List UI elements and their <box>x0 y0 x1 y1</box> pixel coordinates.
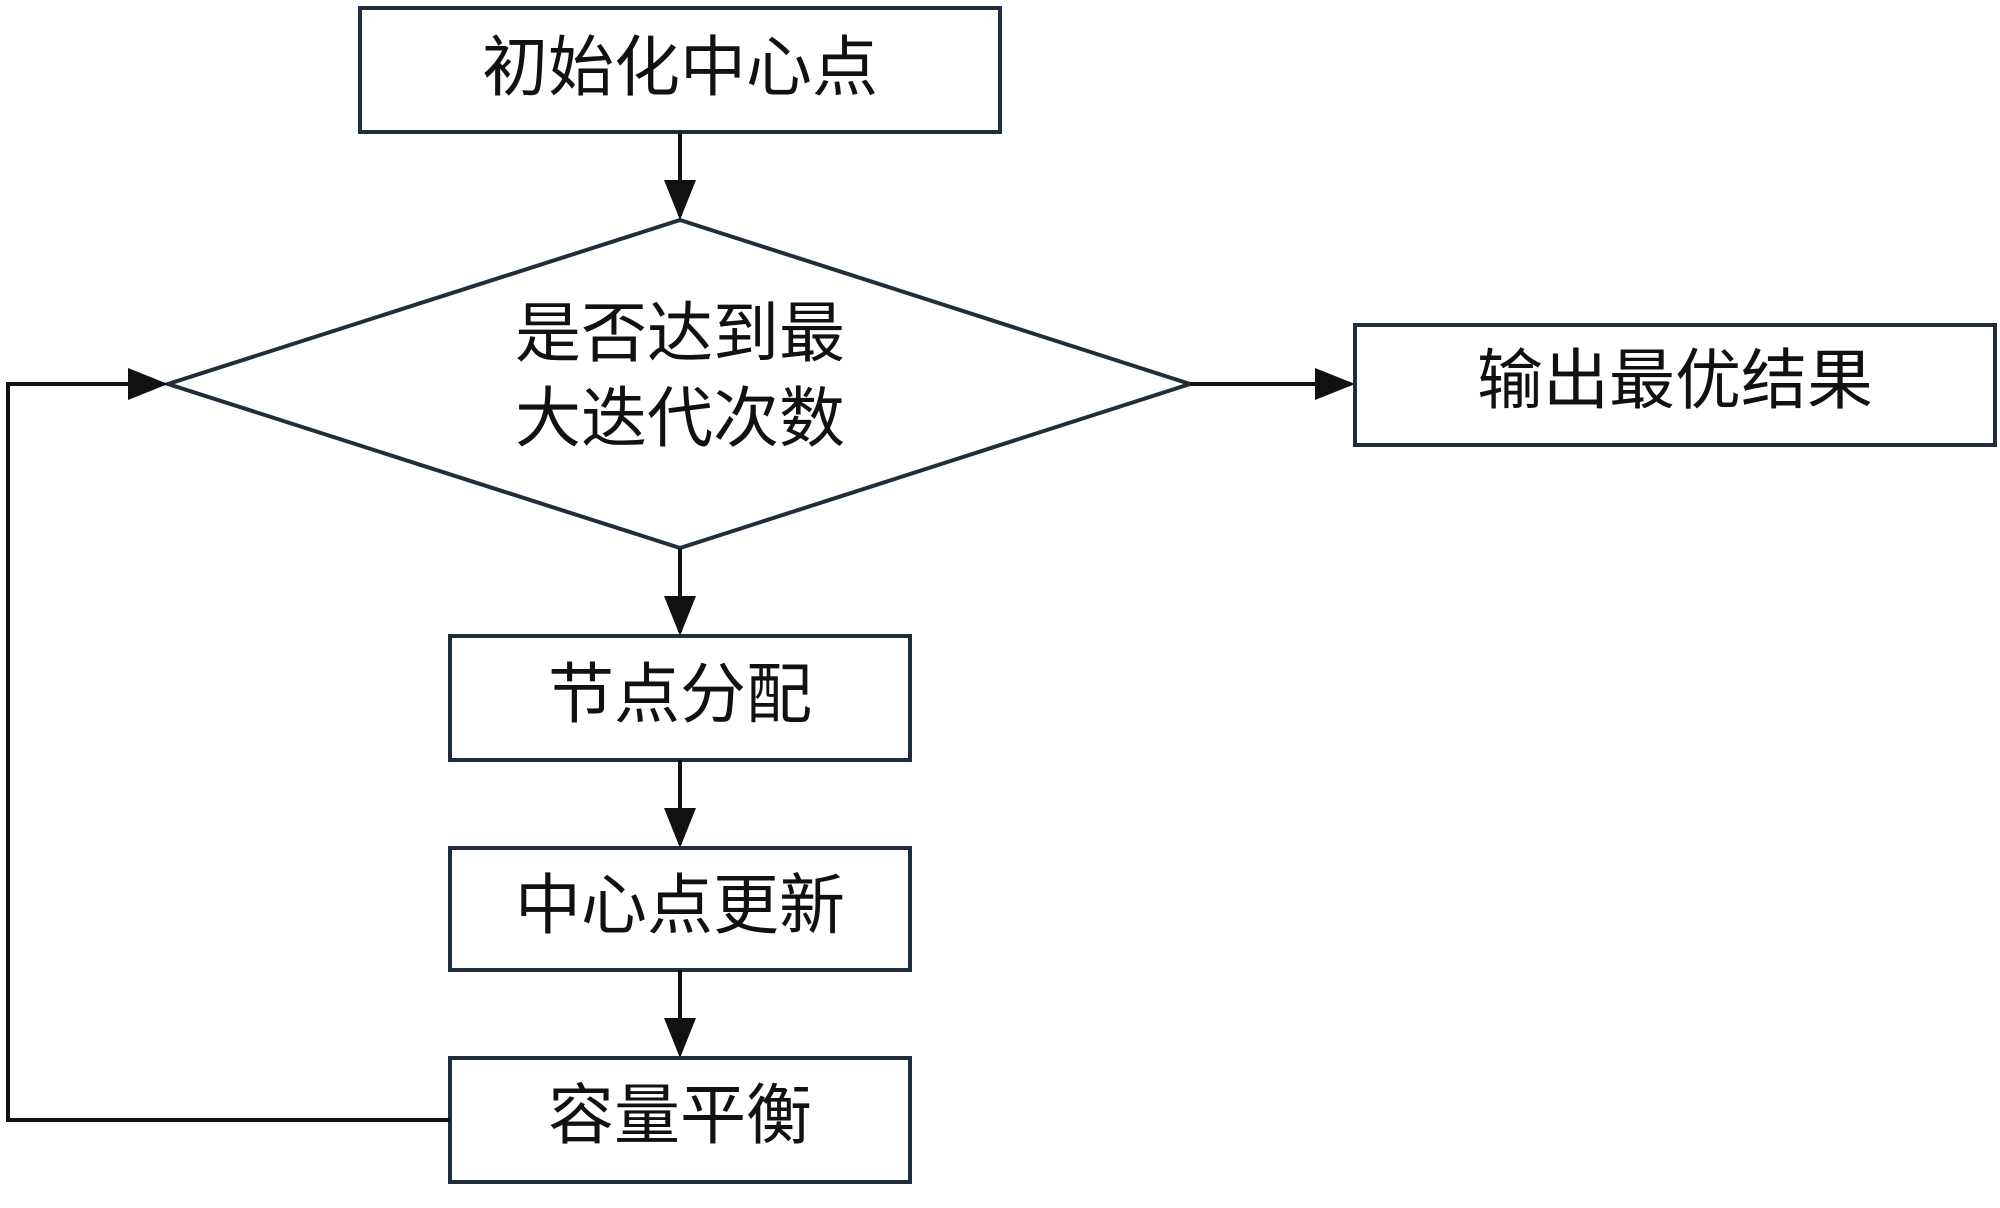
assign-label: 节点分配 <box>548 656 812 733</box>
decision-node: 是否达到最 大迭代次数 <box>161 217 1197 551</box>
init-node: 初始化中心点 <box>358 6 1002 134</box>
edge-balance-loop-to-decision <box>6 368 450 1122</box>
balance-node: 容量平衡 <box>448 1056 912 1184</box>
update-node: 中心点更新 <box>448 846 912 972</box>
assign-node: 节点分配 <box>448 634 912 762</box>
decision-label-line1: 是否达到最 <box>515 295 845 372</box>
balance-label: 容量平衡 <box>548 1077 812 1154</box>
output-node: 输出最优结果 <box>1353 323 1997 447</box>
output-label: 输出最优结果 <box>1477 342 1873 419</box>
update-label: 中心点更新 <box>515 867 845 944</box>
decision-label-line2: 大迭代次数 <box>515 380 845 457</box>
init-label: 初始化中心点 <box>482 29 878 106</box>
